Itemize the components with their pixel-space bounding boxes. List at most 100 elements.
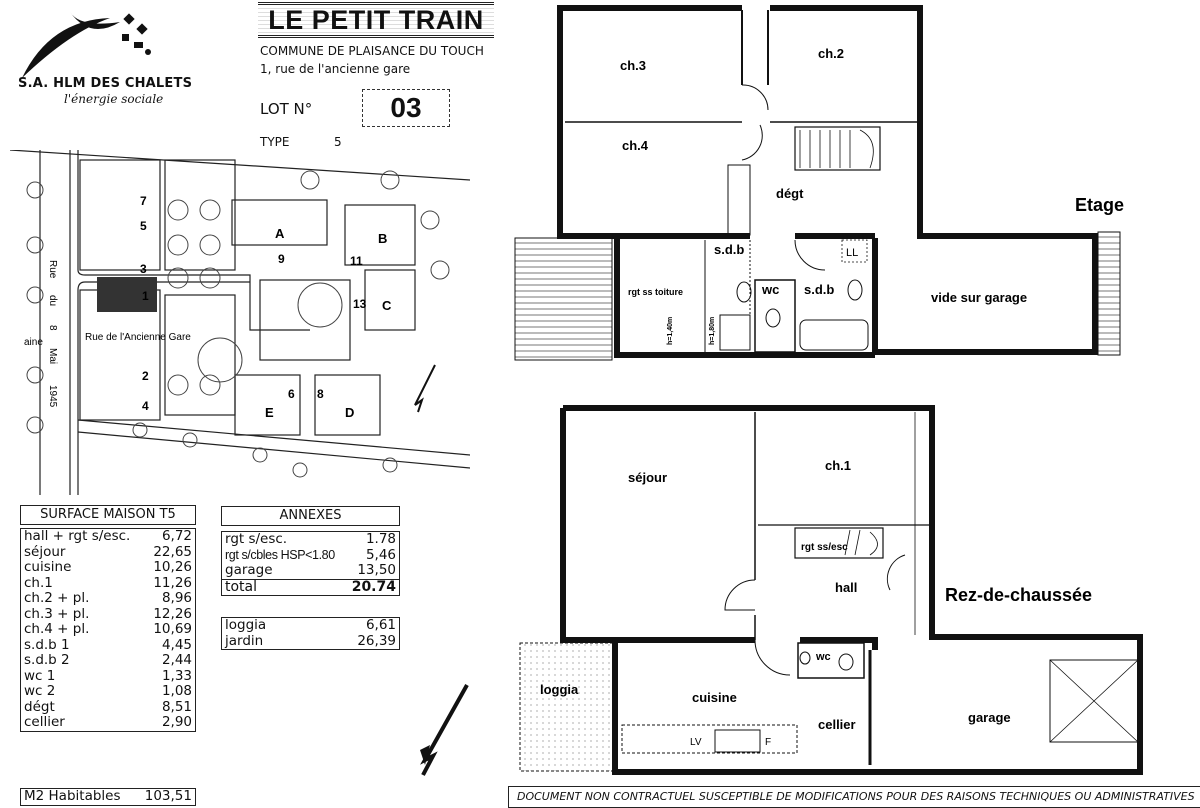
surface-row: hall + rgt s/esc.6,72 (21, 528, 196, 545)
lot-7: 7 (140, 194, 147, 208)
room-rgt-esc: rgt ss/esc (801, 542, 848, 553)
lot-3: 3 (140, 262, 147, 276)
annex-value: 13,50 (345, 562, 400, 580)
room-area: 2,44 (161, 652, 192, 668)
room-area: 4,45 (161, 636, 192, 653)
street-ancienne-gare: Rue de l'Ancienne Gare (85, 332, 191, 343)
street-8-mai-part: du (47, 295, 58, 306)
lot-1: 1 (142, 289, 149, 303)
room-sejour: séjour (628, 470, 667, 485)
building-c (364, 269, 416, 331)
room-vide-garage: vide sur garage (931, 290, 1027, 305)
room-area: 1,08 (161, 683, 192, 699)
north-arrow-icon (420, 684, 469, 776)
room-ch2: ch.2 (818, 46, 844, 61)
building-b (344, 204, 416, 266)
street-fragment: aine (24, 337, 43, 348)
annex-label: loggia (225, 617, 267, 633)
lot-5: 5 (140, 219, 147, 233)
room-area: 22,65 (153, 543, 192, 560)
building-d (314, 374, 381, 436)
room-rgt-toiture: rgt ss toiture (628, 287, 683, 297)
room-loggia: loggia (540, 682, 579, 697)
surface-row: ch.2 + pl. 8,96 (21, 590, 196, 607)
annex-label: rgt s/cbles HSP<1.80 (225, 547, 335, 562)
room-label: cellier (24, 714, 65, 730)
surface-row: ch.1 11,26 (21, 574, 196, 592)
annex-value: 5,46 (365, 546, 396, 563)
room-label: séjour (24, 543, 66, 560)
room-area: 1,33 (161, 667, 192, 684)
lot-13: 13 (353, 297, 367, 311)
lot-label: LOT N° (260, 100, 313, 118)
label-lv: LV (690, 737, 702, 748)
room-label: dégt (24, 698, 55, 715)
room-label: ch.3 + pl. (24, 605, 90, 622)
room-label: ch.1 (24, 574, 53, 591)
building-b-label: B (378, 231, 387, 246)
address: 1, rue de l'ancienne gare (260, 62, 411, 76)
lot-4: 4 (142, 399, 149, 413)
upper-floor-plan (514, 5, 1121, 361)
room-area: 12,26 (153, 605, 192, 622)
room-wc: wc (761, 282, 779, 297)
street-8-mai-part: 1945 (47, 385, 58, 408)
room-ch4: ch.4 (622, 138, 649, 153)
room-hall: hall (835, 580, 857, 595)
room-area: 11,26 (153, 574, 192, 591)
room-ch3: ch.3 (620, 58, 646, 73)
room-area: 6,72 (161, 528, 192, 544)
street-8-mai-part: Rue (47, 260, 58, 279)
building-e-label: E (265, 405, 274, 420)
disclaimer: DOCUMENT NON CONTRACTUEL SUSCEPTIBLE DE … (508, 786, 1200, 808)
room-label: s.d.b 2 (24, 652, 70, 668)
room-label: s.d.b 1 (24, 636, 70, 653)
lot-11: 11 (350, 254, 363, 268)
surface-row: ch.3 + pl. 12,26 (21, 605, 196, 623)
floor-label-rdc: Rez-de-chaussée (945, 585, 1092, 605)
height-140: h=1,40m (667, 317, 674, 345)
logo-tagline: l'énergie sociale (64, 92, 164, 106)
room-label: ch.4 + pl. (24, 621, 90, 637)
height-180: h=1,80m (709, 317, 716, 345)
annexes-table-title: ANNEXES (221, 506, 400, 526)
lot-8: 8 (317, 387, 324, 401)
annex-label: rgt s/esc. (225, 531, 288, 547)
street-8-mai-part: 8 (47, 325, 58, 331)
room-area: 8,96 (161, 590, 192, 606)
annex-label: garage (221, 562, 346, 580)
building-a (231, 199, 328, 246)
project-title: LE PETIT TRAIN (258, 2, 494, 38)
label-f: F (765, 737, 771, 748)
room-area: 10,26 (153, 559, 192, 575)
annex-label: jardin (221, 633, 313, 650)
site-plan: 7 5 3 1 2 4 9 11 13 6 8 A B C D E Rue de… (10, 150, 470, 495)
room-garage: garage (968, 710, 1011, 725)
room-area: 8,51 (161, 698, 192, 715)
room-cellier: cellier (818, 717, 856, 732)
room-sdb-2: s.d.b (804, 282, 834, 297)
lot-number: 03 (362, 89, 450, 127)
room-degt: dégt (776, 186, 804, 201)
building-d-label: D (345, 405, 354, 420)
surface-row: séjour 22,65 (21, 543, 196, 561)
logo-mark (22, 12, 151, 78)
room-wc: wc (815, 651, 831, 663)
type-value: 5 (334, 135, 342, 149)
room-label: ch.2 + pl. (24, 590, 90, 606)
lot-2: 2 (142, 369, 149, 383)
surface-row: s.d.b 1 4,45 (21, 636, 196, 654)
room-sdb-1: s.d.b (714, 242, 744, 257)
floor-label-etage: Etage (1075, 195, 1124, 215)
annex-value: 26,39 (312, 633, 400, 650)
lot-9: 9 (278, 252, 285, 266)
lot-6: 6 (288, 387, 295, 401)
type-label: TYPE (260, 135, 290, 149)
building-a-label: A (275, 226, 285, 241)
